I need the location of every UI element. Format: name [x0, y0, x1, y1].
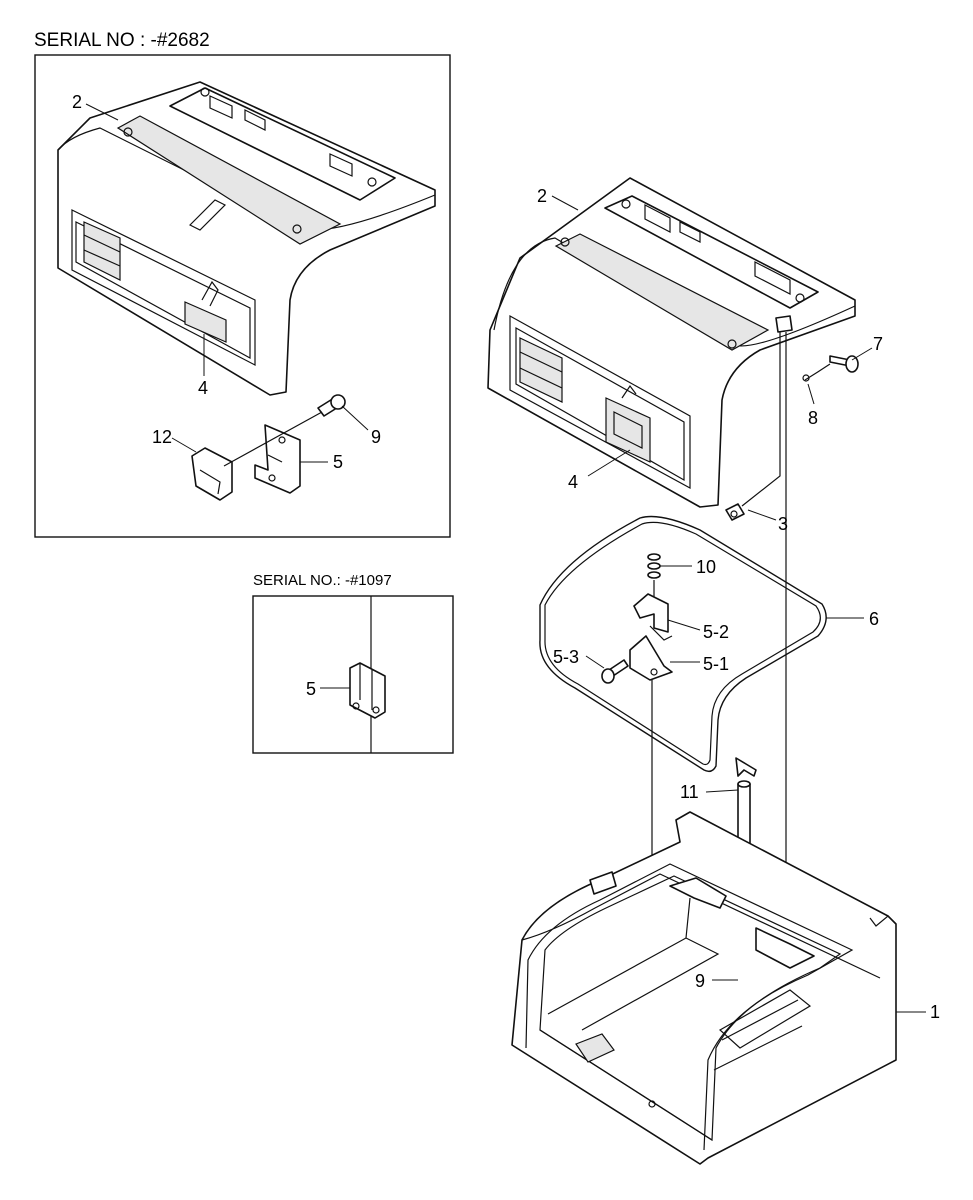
- serial-label-small: SERIAL NO.: -#1097: [253, 572, 392, 589]
- base-frame: [511, 811, 897, 1165]
- catch-bolt: [601, 659, 629, 684]
- inset-bolt: [223, 394, 346, 467]
- callout-catch-bolt: 5-3: [553, 647, 579, 667]
- callout-inset-catch: 12: [152, 427, 172, 447]
- inset-hood-cover: [57, 81, 436, 396]
- callout-seal: 6: [869, 609, 879, 629]
- inset-bracket: [254, 424, 301, 494]
- callout-clip: 8: [808, 408, 818, 428]
- callout-pin: 7: [873, 334, 883, 354]
- inset-frame-small: [252, 595, 454, 754]
- callout-inset-bracket: 5: [333, 452, 343, 472]
- pin-clip: [802, 363, 831, 382]
- hood-seal: [539, 515, 827, 773]
- small-inset-bracket: [349, 662, 386, 719]
- inset-frame-top: [34, 54, 451, 538]
- callout-main-hood: 2: [537, 186, 547, 206]
- catch-upper: [633, 593, 673, 641]
- callout-catch-upper: 5-2: [703, 622, 729, 642]
- callout-small-bracket: 5: [306, 679, 316, 699]
- callout-labels: 2 4 5 9 12 5 2 4 3 7 8 10 6 5-2 5-1 5-3 …: [72, 92, 940, 1022]
- hinge-pin: [829, 355, 859, 373]
- inset-catch: [191, 447, 233, 501]
- callout-base-frame: 1: [930, 1002, 940, 1022]
- callout-bottom-bolt: 9: [695, 971, 705, 991]
- main-hood-cover: [487, 177, 856, 508]
- callout-inset-latch-handle: 4: [198, 378, 208, 398]
- callout-hinge-rod: 3: [778, 514, 788, 534]
- callout-main-latch-handle: 4: [568, 472, 578, 492]
- bolt-set: [647, 553, 661, 600]
- callout-gas-spring: 11: [680, 782, 699, 802]
- callout-inset-bolt: 9: [371, 427, 381, 447]
- leader-lines: [85, 103, 926, 1013]
- serial-label-top: SERIAL NO : -#2682: [34, 30, 210, 51]
- callout-catch-lower: 5-1: [703, 654, 729, 674]
- callout-inset-hood: 2: [72, 92, 82, 112]
- catch-lower: [629, 635, 673, 681]
- callout-bolt-set: 10: [696, 557, 716, 577]
- hinge-rod: [725, 315, 793, 930]
